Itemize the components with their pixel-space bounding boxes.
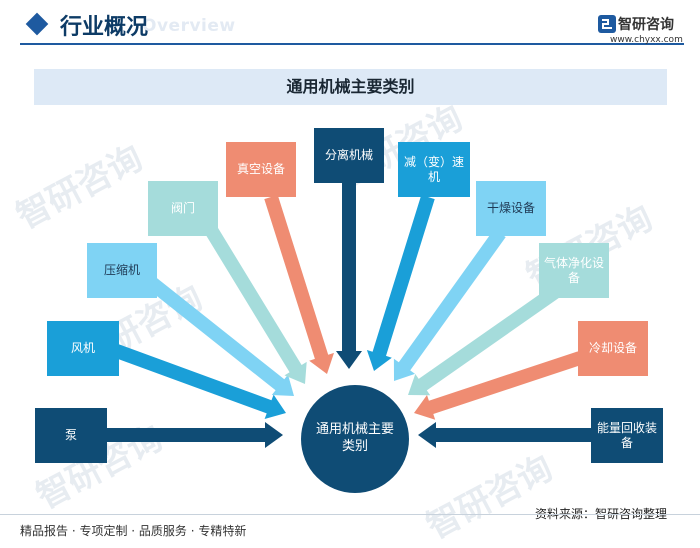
arrow-6	[366, 194, 435, 371]
category-label: 泵	[64, 428, 77, 442]
center-node: 通用机械主要类别	[301, 385, 409, 493]
category-label: 冷却设备	[588, 341, 637, 355]
diagram-title-banner: 通用机械主要类别	[34, 69, 667, 105]
brand-logo-block: 智研咨询 www.chyxx.com	[598, 14, 688, 46]
category-box-dryer: 干燥设备	[476, 181, 546, 236]
category-label: 气体净化设备	[543, 255, 604, 285]
arrow-5	[336, 183, 362, 369]
arrow-1	[111, 343, 286, 419]
arrow-9	[414, 351, 583, 420]
category-label: 能量回收装备	[596, 420, 657, 450]
header-divider	[20, 43, 684, 45]
category-label: 真空设备	[236, 162, 285, 176]
arrow-8	[408, 284, 562, 396]
category-box-energy-recovery: 能量回收装备	[591, 408, 663, 463]
category-label: 干燥设备	[486, 201, 535, 215]
category-box-fan: 风机	[47, 321, 119, 376]
category-label: 压缩机	[103, 263, 140, 277]
category-box-valve: 阀门	[148, 181, 218, 236]
category-label: 减（变）速机	[403, 154, 464, 184]
footer-divider	[0, 514, 700, 515]
brand-name: 智研咨询	[618, 17, 674, 33]
category-box-cooling: 冷却设备	[578, 321, 648, 376]
arrow-0	[107, 422, 283, 448]
footer-tagline: 精品报告 · 专项定制 · 品质服务 · 专精特新	[20, 524, 247, 538]
arrow-7	[393, 228, 506, 381]
page-header: Overview 行业概况	[0, 0, 700, 50]
category-label: 分离机械	[324, 148, 373, 162]
category-box-vacuum: 真空设备	[226, 142, 296, 197]
category-box-reducer: 减（变）速机	[398, 142, 470, 197]
diagram-title: 通用机械主要类别	[286, 77, 415, 96]
arrow-3	[202, 221, 307, 384]
center-label: 通用机械主要类别	[315, 422, 394, 454]
arrow-10	[418, 422, 591, 448]
category-box-gas-purifier: 气体净化设备	[539, 243, 609, 298]
category-box-compressor: 压缩机	[87, 243, 157, 298]
category-label: 风机	[70, 341, 95, 355]
header-title: 行业概况	[60, 15, 149, 40]
category-label: 阀门	[170, 201, 195, 215]
category-box-pump: 泵	[35, 408, 107, 463]
arrow-4	[264, 194, 334, 374]
category-box-separation: 分离机械	[314, 128, 384, 183]
header-subtitle: Overview	[142, 16, 236, 36]
arrow-2	[143, 274, 294, 396]
brand-url: www.chyxx.com	[610, 35, 683, 45]
brand-logo-icon	[598, 15, 616, 33]
